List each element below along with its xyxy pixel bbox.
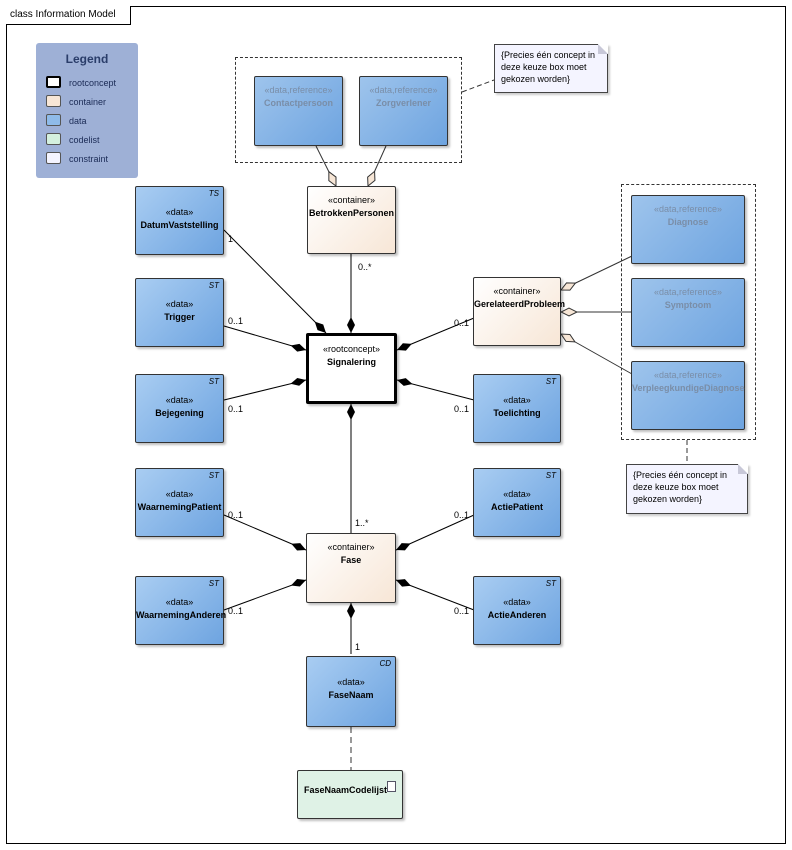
edge-diagnose — [561, 255, 633, 290]
node-betrokkenpersonen[interactable]: «container» BetrokkenPersonen — [307, 186, 396, 254]
node-signalering[interactable]: «rootconcept» Signalering — [306, 333, 397, 404]
mult-fasenaam: 1 — [355, 642, 361, 652]
node-symptoom[interactable]: «data,reference» Symptoom — [631, 278, 745, 347]
mult-waarnemingpatient: 0..1 — [228, 510, 244, 520]
edge-toelichting — [396, 378, 475, 401]
node-waarnemingan deren[interactable]: ST «data» WaarnemingAnderen — [135, 576, 226, 645]
legend-swatch-codelist — [46, 133, 61, 145]
edge-verpleegkundigediagnose — [561, 334, 633, 375]
node-bejegening[interactable]: ST «data» Bejegening — [135, 374, 224, 443]
edge-contactpersoon — [315, 145, 336, 186]
mult-gerelateerdprobleem: 0..1 — [454, 318, 470, 328]
edge-actieanderen — [395, 579, 475, 611]
edge-bejegening — [223, 378, 307, 401]
node-gerelateerdprobleem[interactable]: «container» GerelateerdProbleem — [473, 277, 565, 346]
node-fase[interactable]: «container» Fase — [306, 533, 396, 603]
legend-title: Legend — [65, 52, 109, 66]
mult-bejegening: 0..1 — [228, 404, 244, 414]
node-fasenaam[interactable]: CD «data» FaseNaam — [306, 656, 396, 727]
mult-fase: 1..* — [355, 518, 369, 528]
node-zorgverlener[interactable]: «data,reference» Zorgverlener — [359, 76, 448, 146]
edge-waarnemingan deren — [223, 578, 307, 611]
mult-toelichting: 0..1 — [454, 404, 470, 414]
mult-actieanderen: 0..1 — [454, 606, 470, 616]
legend-swatch-container — [46, 95, 61, 107]
edge-waarnemingpatient — [223, 514, 307, 551]
legend-swatch-constraint — [46, 152, 61, 164]
mult-datumvaststelling: 1 — [228, 234, 234, 244]
mult-waarnemingan deren: 0..1 — [228, 606, 244, 616]
node-fasenaamcodelijst[interactable]: FaseNaamCodelijst — [297, 770, 403, 819]
mult-actiepatient: 0..1 — [454, 510, 470, 520]
diagram-title: class Information Model — [6, 6, 131, 25]
edge-gerelateerdprobleem — [396, 317, 475, 351]
choice-box-top — [235, 57, 462, 163]
legend-swatch-data — [46, 114, 61, 126]
node-verpleegkundigediagnose[interactable]: «data,reference» VerpleegkundigeDiagnose — [631, 361, 745, 430]
legend: Legend rootconcept container data codeli… — [36, 43, 138, 178]
edge-zorgverlener — [368, 145, 387, 186]
constraint-note-top: {Precies één concept in deze keuze box m… — [494, 44, 608, 93]
edge-trigger — [223, 325, 307, 352]
node-actiepatient[interactable]: ST «data» ActiePatient — [473, 468, 561, 537]
edge-actiepatient — [395, 514, 475, 551]
node-toelichting[interactable]: ST «data» Toelichting — [473, 374, 561, 443]
node-contactpersoon[interactable]: «data,reference» Contactpersoon — [254, 76, 343, 146]
node-trigger[interactable]: ST «data» Trigger — [135, 278, 224, 347]
mult-betrokkenpersonen: 0..* — [358, 262, 372, 272]
node-waarnemingpatient[interactable]: ST «data» WaarnemingPatient — [135, 468, 224, 537]
note-link-top — [461, 79, 495, 93]
node-datumvaststelling[interactable]: TS «data» DatumVaststelling — [135, 186, 224, 255]
node-diagnose[interactable]: «data,reference» Diagnose — [631, 195, 745, 264]
choice-box-right — [621, 184, 756, 440]
legend-swatch-rootconcept — [46, 76, 61, 88]
edge-datumvaststelling — [223, 229, 327, 334]
codelist-icon — [387, 781, 396, 792]
node-actieanderen[interactable]: ST «data» ActieAnderen — [473, 576, 561, 645]
constraint-note-right: {Precies één concept in deze keuze box m… — [626, 464, 748, 514]
mult-trigger: 0..1 — [228, 316, 244, 326]
diagram-frame — [6, 6, 786, 844]
